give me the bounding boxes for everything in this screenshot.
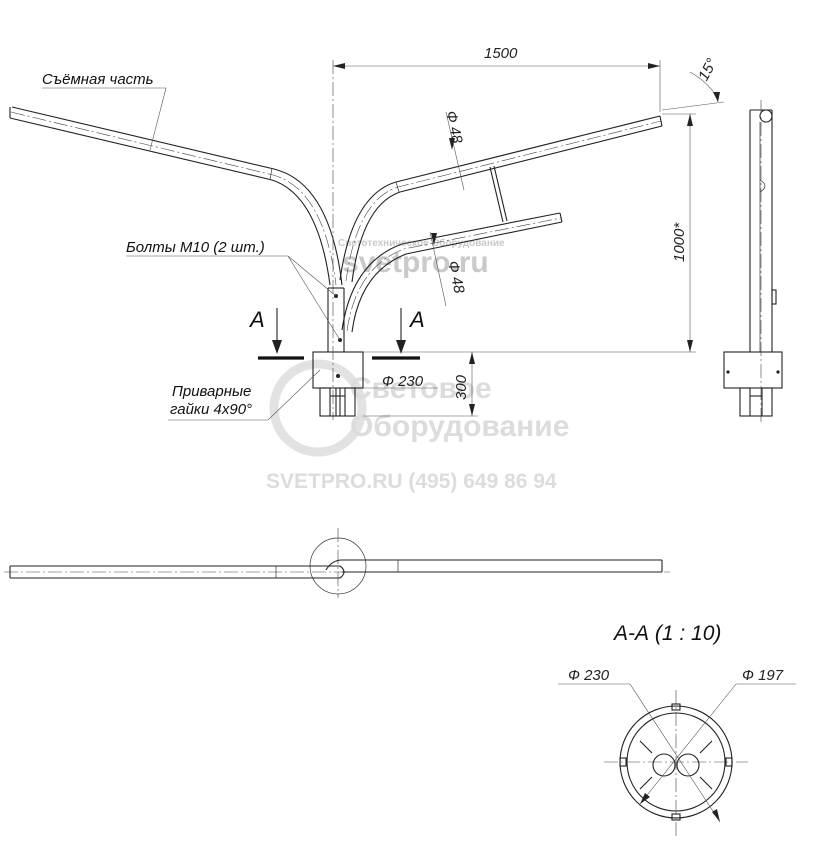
section-mark-left: A — [248, 307, 304, 360]
dim-section-inner: Ф 197 — [742, 667, 784, 684]
watermark-site-large: svetpro.ru — [342, 246, 489, 279]
watermark-brand-line2: Оборудование — [350, 410, 569, 443]
dim-section-outer: Ф 230 — [568, 667, 610, 684]
dim-angle: 15° — [695, 56, 721, 84]
label-welded-nuts-2: гайки 4х90° — [170, 401, 252, 418]
right-lower-arm — [341, 212, 563, 333]
central-post — [327, 60, 345, 420]
dim-tube-lower: Ф 48 — [444, 259, 468, 295]
top-view — [4, 528, 670, 598]
right-upper-arm — [339, 115, 663, 283]
dim-height: 1000* — [671, 222, 688, 262]
watermark-logo-ring — [269, 359, 367, 457]
dim-tube-upper: Ф 48 — [442, 109, 466, 145]
front-view: A A — [9, 60, 663, 420]
front-labels: Съёмная часть Болты М10 (2 шт.) Приварны… — [42, 71, 341, 421]
front-dimensions: 1500 15° Ф 48 Ф 48 1000* 300 Ф 230 — [333, 45, 725, 417]
left-arm — [9, 106, 343, 286]
section-title: А-А (1 : 10) — [612, 622, 721, 645]
watermark-contact: SVETPRO.RU (495) 649 86 94 — [266, 470, 557, 493]
label-removable-part: Съёмная часть — [42, 71, 154, 88]
section-mark-right: A — [372, 307, 425, 360]
section-letter-right: A — [408, 307, 425, 332]
label-welded-nuts-1: Приварные — [172, 383, 251, 400]
base-flange — [312, 351, 364, 417]
side-view — [723, 100, 783, 425]
dim-flange: Ф 230 — [382, 373, 424, 390]
section-letter-left: A — [248, 307, 265, 332]
watermark: Светотехническое Оборудование svetpro.ru… — [266, 237, 569, 493]
watermark-brand-small: Светотехническое Оборудование — [338, 237, 505, 249]
dim-base-height: 300 — [453, 374, 470, 400]
watermark-brand-line1: Световое — [350, 372, 492, 405]
dim-reach: 1500 — [484, 45, 518, 62]
section-view: А-А (1 : 10) Ф 230 Ф 197 — [558, 622, 796, 836]
label-bolts: Болты М10 (2 шт.) — [126, 239, 265, 256]
